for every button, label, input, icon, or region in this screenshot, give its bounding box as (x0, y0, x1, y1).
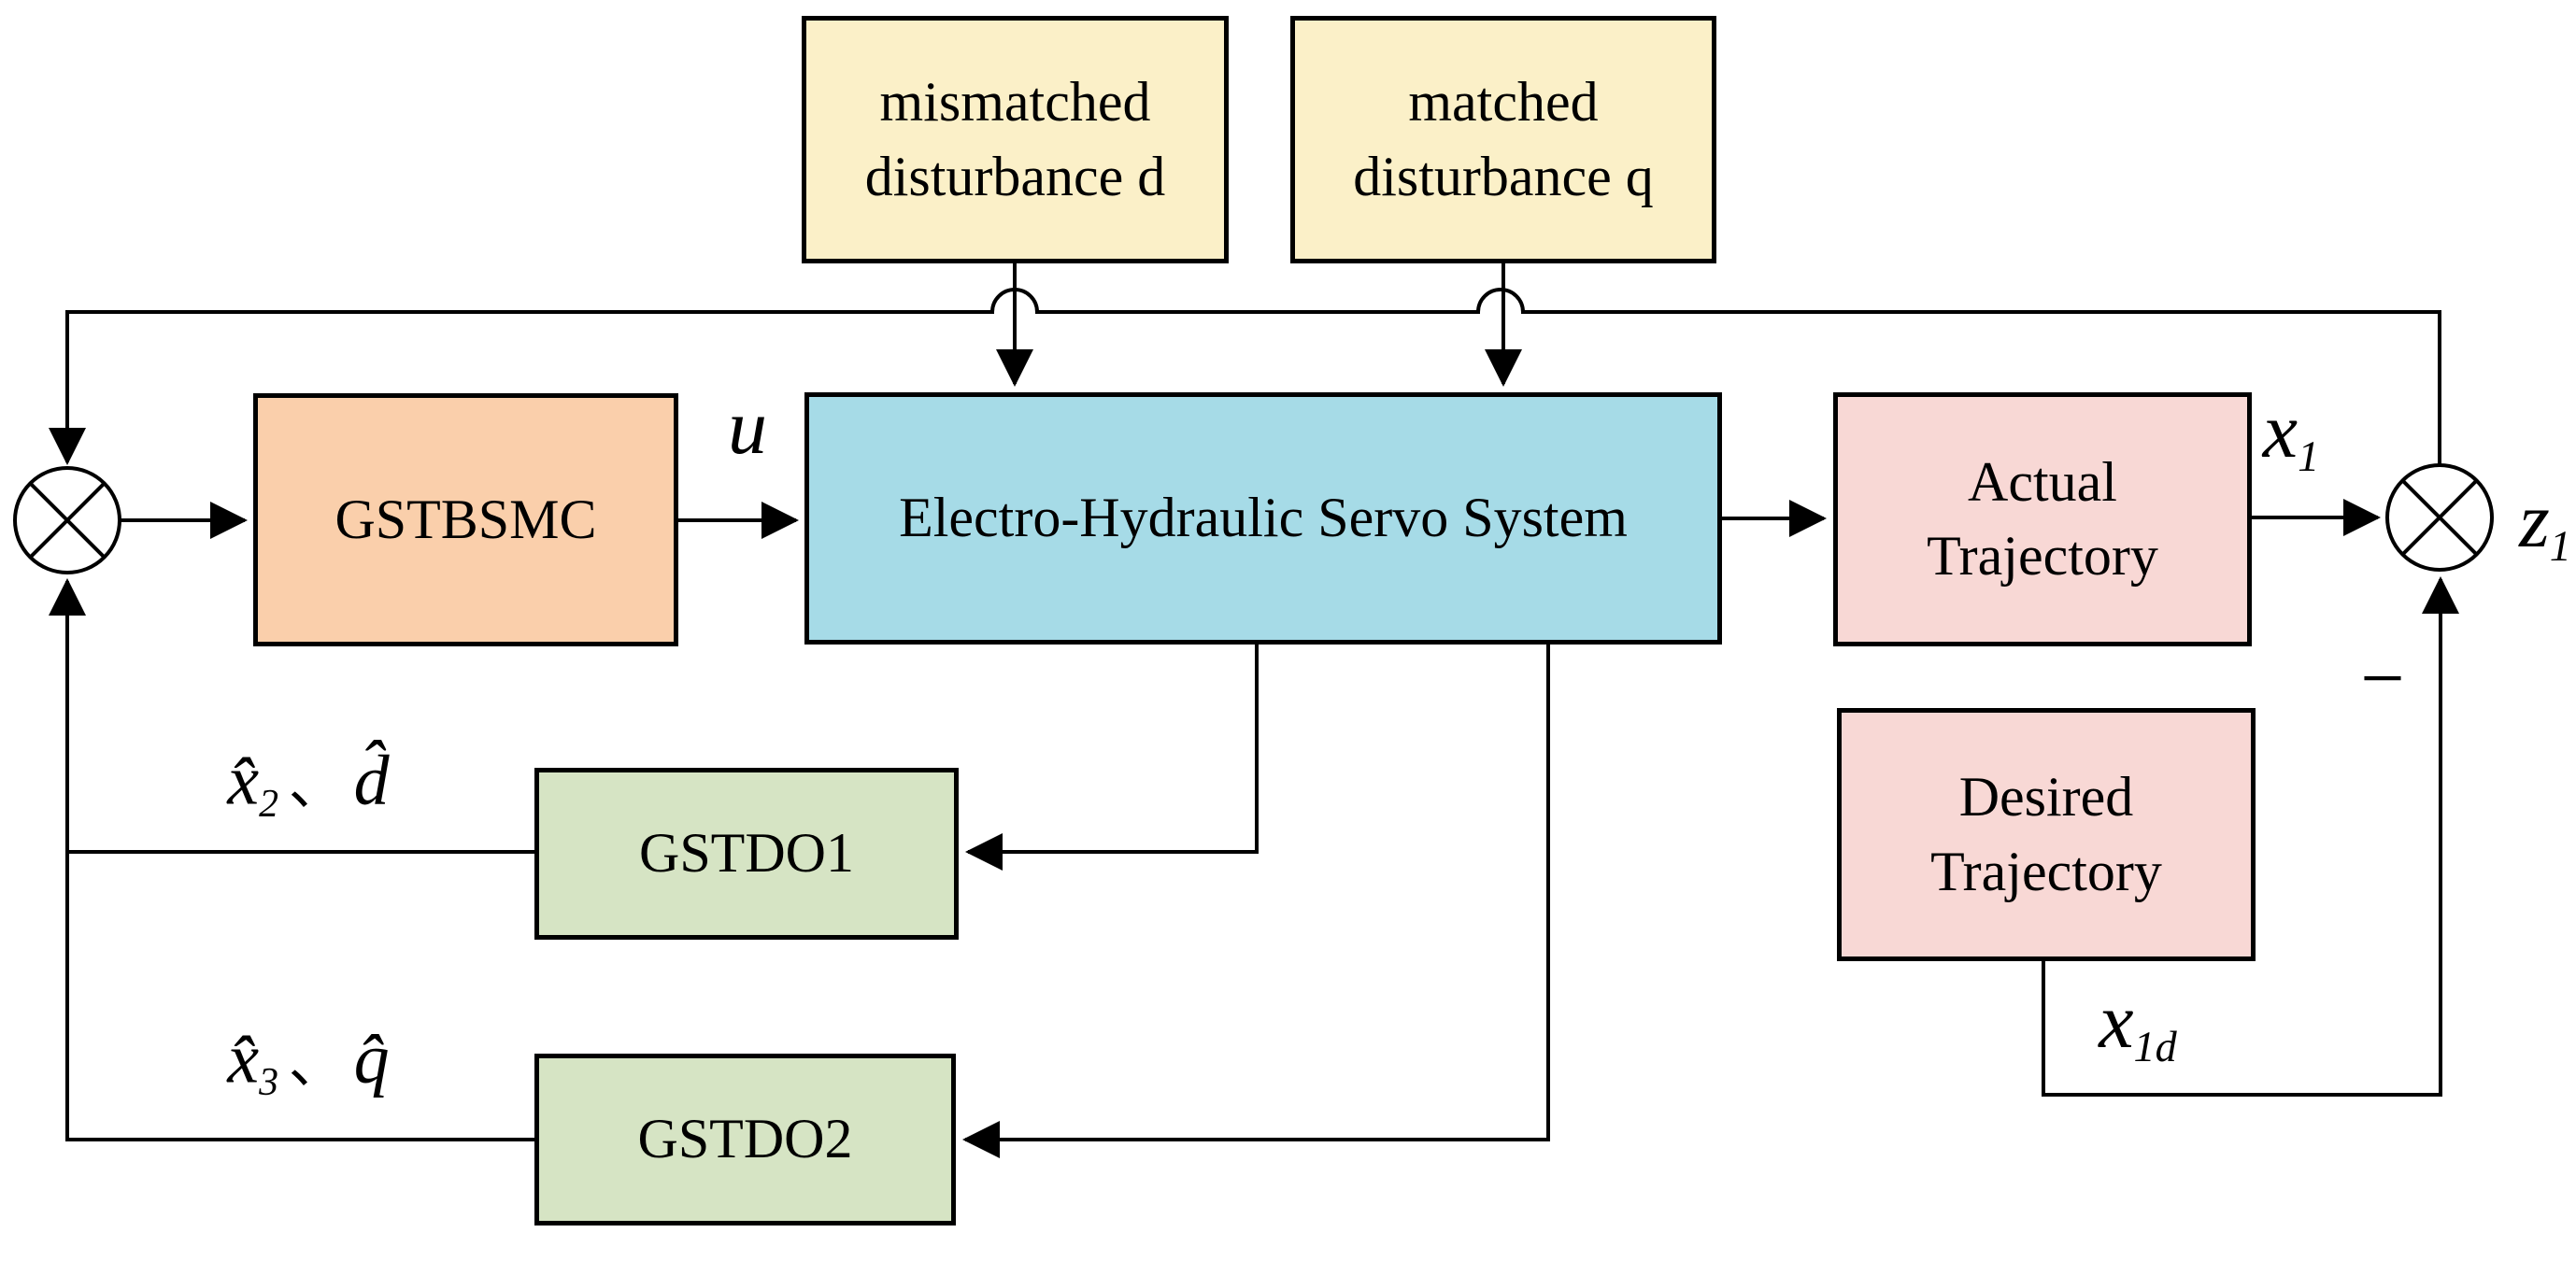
block-label-line: Desired (1958, 766, 2134, 829)
signal-dhat: d̂ (353, 741, 390, 820)
block-label-line: disturbance q (1353, 145, 1654, 207)
minus-sign: − (2360, 640, 2404, 718)
signal-xhat2-base: x̂ (227, 741, 260, 820)
signal-u: u (728, 384, 767, 471)
block-gstbsmc-controller: GSTBSMC (253, 393, 678, 646)
signal-label-xhat2-dhat: x̂2、d̂ (227, 744, 389, 824)
signal-qhat: q̂ (353, 1019, 390, 1098)
wire-servo-to-gstdo1 (965, 643, 1259, 871)
signal-z1-subscript: 1 (2549, 521, 2571, 570)
block-label-line: disturbance d (864, 145, 1166, 207)
block-matched-disturbance: matched disturbance q (1290, 16, 1716, 263)
left-summing-junction (13, 466, 121, 574)
block-label: GSTDO2 (637, 1108, 853, 1170)
ideographic-comma: 、 (288, 754, 344, 816)
signal-x1d-subscript: 1d (2133, 1022, 2177, 1070)
block-label: GSTBSMC (334, 488, 597, 550)
block-label-line: mismatched (879, 71, 1151, 134)
signal-label-z1: z1 (2519, 482, 2571, 568)
block-mismatched-disturbance: mismatched disturbance d (802, 16, 1229, 263)
signal-x1d-base: x (2099, 978, 2134, 1066)
block-label-line: matched (1408, 71, 1599, 134)
block-label: Electro-Hydraulic Servo System (899, 487, 1628, 549)
signal-label-x1: x1 (2263, 392, 2319, 478)
block-gstdo1-observer: GSTDO1 (534, 768, 959, 940)
block-label: GSTDO1 (638, 822, 854, 885)
block-desired-trajectory: Desired Trajectory (1837, 708, 2256, 961)
wire-feedback-top-right (1521, 310, 2441, 468)
signal-xhat3-subscript: 3 (259, 1060, 279, 1104)
signal-xhat2-subscript: 2 (259, 782, 279, 826)
ideographic-comma: 、 (288, 1032, 344, 1095)
wire-x1d-desired-to-junction (2042, 576, 2459, 1097)
signal-label-xhat3-qhat: x̂3、q̂ (227, 1023, 389, 1102)
block-gstdo2-observer: GSTDO2 (534, 1054, 956, 1226)
wire-servo-to-gstdo2 (962, 643, 1550, 1158)
signal-x1-subscript: 1 (2298, 432, 2320, 480)
wire-feedback-top-left (49, 310, 994, 465)
block-label-line: Trajectory (1930, 840, 2162, 902)
block-electro-hydraulic-servo-system: Electro-Hydraulic Servo System (804, 392, 1722, 645)
signal-x1-base: x (2262, 388, 2298, 475)
wire-gstdo2-out-left-rail (49, 578, 536, 1141)
signal-xhat3-base: x̂ (227, 1019, 260, 1098)
block-label-line: Trajectory (1927, 525, 2158, 587)
block-actual-trajectory: Actual Trajectory (1833, 392, 2252, 646)
block-label-line: Actual (1968, 450, 2117, 513)
signal-label-u: u (728, 389, 767, 467)
signal-z1-base: z (2519, 477, 2550, 565)
wire-hop-matched (1475, 288, 1526, 315)
right-summing-junction (2385, 463, 2494, 572)
signal-label-x1d: x1d (2099, 983, 2176, 1069)
minus-glyph: − (2360, 635, 2405, 722)
